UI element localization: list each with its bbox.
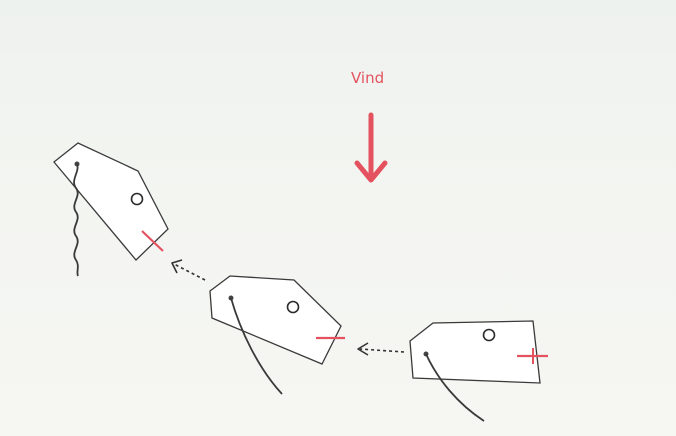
dashed-arrow-left-icon — [171, 259, 206, 281]
mast-circle-icon — [482, 328, 496, 342]
wind-arrow-icon — [354, 112, 388, 183]
boat-2 — [209, 275, 345, 395]
crew-tick-icon — [141, 230, 164, 252]
boat-3 — [409, 320, 548, 422]
boat-hull-icon — [409, 320, 541, 384]
luffing-sail-icon — [73, 163, 79, 277]
boat-1 — [53, 142, 169, 277]
mast-circle-icon — [286, 300, 300, 314]
sheet-line-icon — [425, 353, 485, 422]
sheet-line-icon — [230, 297, 283, 395]
boat-hull-icon — [53, 142, 169, 261]
boat-hull-icon — [209, 275, 342, 365]
wind-label: Vind — [351, 69, 384, 87]
mast-circle-icon — [130, 192, 144, 206]
dashed-arrow-left-icon — [357, 342, 405, 356]
